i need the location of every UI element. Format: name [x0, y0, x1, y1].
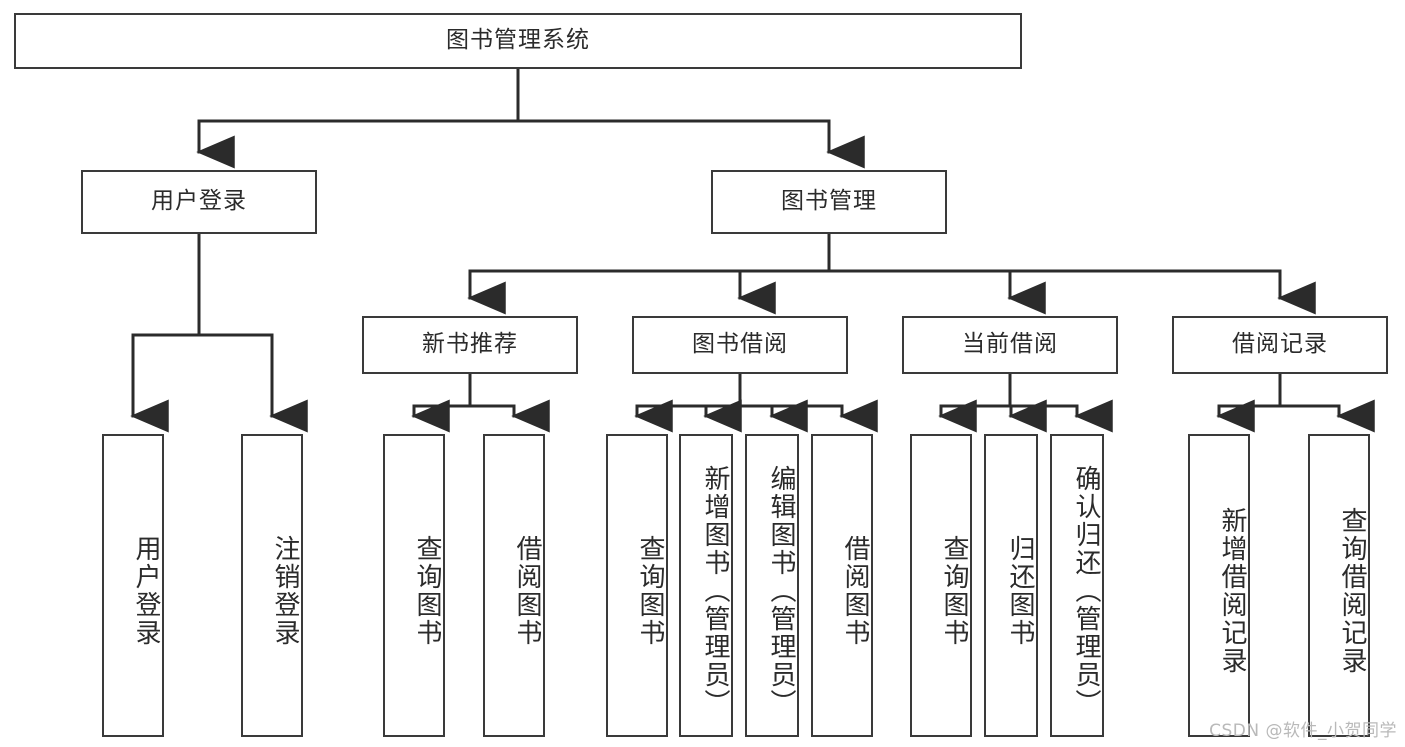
- node-book-manage[interactable]: 图书管理: [711, 170, 947, 234]
- node-user-login[interactable]: 用户登录: [81, 170, 317, 234]
- node-leaf-user-login-label: 用户登录: [131, 534, 161, 647]
- node-leaf-user-logout-label: 注销登录: [270, 534, 300, 647]
- node-leaf-query-record-label: 查询借阅记录: [1337, 506, 1367, 675]
- node-leaf-query-book-2-label: 查询图书: [635, 534, 665, 647]
- node-leaf-add-book-label: 新增图书（管理员）: [700, 464, 730, 717]
- node-leaf-edit-book-label: 编辑图书（管理员）: [766, 464, 796, 717]
- node-new-book-rec-label: 新书推荐: [422, 331, 518, 358]
- node-leaf-query-book-1-label: 查询图书: [412, 534, 442, 647]
- node-leaf-return-book[interactable]: 归还图书: [984, 434, 1038, 737]
- node-leaf-confirm-return-label: 确认归还（管理员）: [1071, 464, 1101, 717]
- node-book-borrow[interactable]: 图书借阅: [632, 316, 848, 374]
- node-leaf-borrow-book-2[interactable]: 借阅图书: [811, 434, 873, 737]
- node-current-borrow[interactable]: 当前借阅: [902, 316, 1118, 374]
- node-book-manage-label: 图书管理: [781, 188, 877, 215]
- node-current-borrow-label: 当前借阅: [962, 331, 1058, 358]
- node-user-login-label: 用户登录: [151, 188, 247, 215]
- node-leaf-add-record[interactable]: 新增借阅记录: [1188, 434, 1250, 737]
- node-root-label: 图书管理系统: [446, 27, 590, 54]
- node-leaf-query-book-3[interactable]: 查询图书: [910, 434, 972, 737]
- node-leaf-borrow-book-1[interactable]: 借阅图书: [483, 434, 545, 737]
- node-leaf-user-logout[interactable]: 注销登录: [241, 434, 303, 737]
- node-leaf-borrow-book-1-label: 借阅图书: [512, 534, 542, 647]
- node-new-book-rec[interactable]: 新书推荐: [362, 316, 578, 374]
- node-leaf-add-book[interactable]: 新增图书（管理员）: [679, 434, 733, 737]
- node-leaf-query-book-3-label: 查询图书: [939, 534, 969, 647]
- node-leaf-user-login[interactable]: 用户登录: [102, 434, 164, 737]
- node-leaf-query-book-2[interactable]: 查询图书: [606, 434, 668, 737]
- node-leaf-confirm-return[interactable]: 确认归还（管理员）: [1050, 434, 1104, 737]
- node-borrow-record[interactable]: 借阅记录: [1172, 316, 1388, 374]
- node-leaf-add-record-label: 新增借阅记录: [1217, 506, 1247, 675]
- node-leaf-query-book-1[interactable]: 查询图书: [383, 434, 445, 737]
- csdn-watermark: CSDN @软件_小贺同学: [1209, 721, 1397, 741]
- node-borrow-record-label: 借阅记录: [1232, 331, 1328, 358]
- node-leaf-return-book-label: 归还图书: [1005, 534, 1035, 647]
- node-leaf-borrow-book-2-label: 借阅图书: [840, 534, 870, 647]
- node-leaf-query-record[interactable]: 查询借阅记录: [1308, 434, 1370, 737]
- node-root[interactable]: 图书管理系统: [14, 13, 1022, 69]
- node-leaf-edit-book[interactable]: 编辑图书（管理员）: [745, 434, 799, 737]
- node-book-borrow-label: 图书借阅: [692, 331, 788, 358]
